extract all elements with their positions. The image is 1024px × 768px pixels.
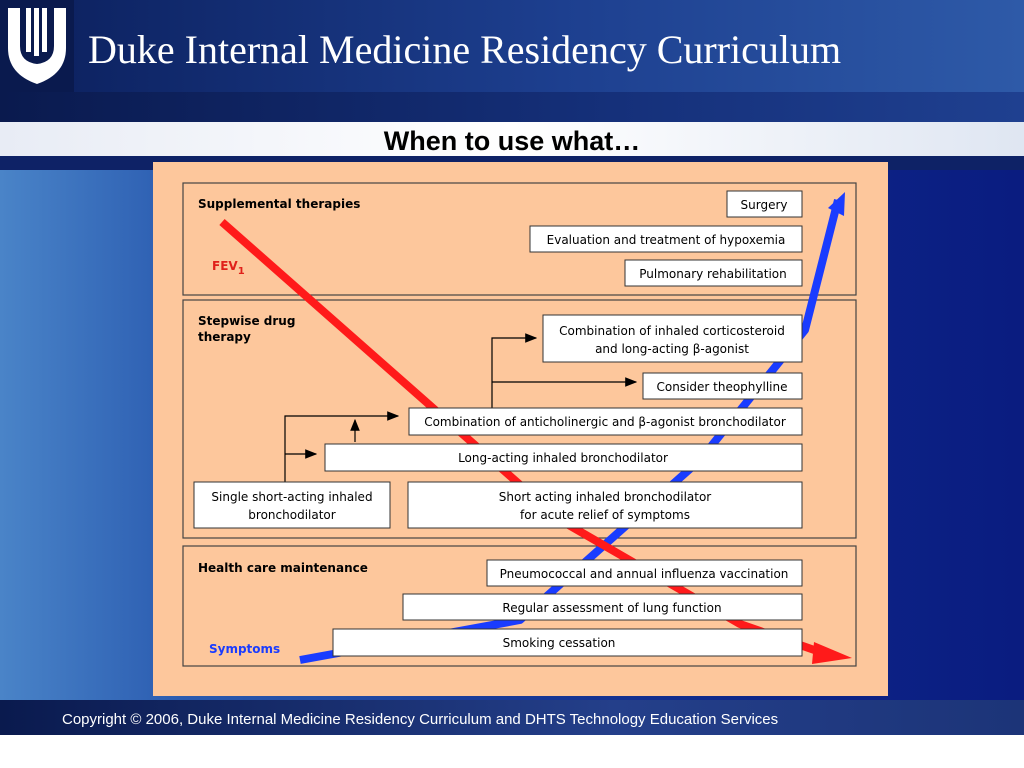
svg-text:bronchodilator: bronchodilator bbox=[248, 508, 335, 522]
box-vaccination bbox=[486, 559, 803, 587]
svg-text:Pneumococcal and annual influe: Pneumococcal and annual influenza vaccin… bbox=[500, 567, 789, 581]
fev1-arrowhead-icon bbox=[812, 642, 852, 664]
slide-subtitle: When to use what… bbox=[383, 126, 641, 156]
box-long-acting bbox=[324, 443, 803, 472]
svg-text:Regular assessment of lung fun: Regular assessment of lung function bbox=[502, 601, 721, 615]
svg-text:Evaluation and treatment of hy: Evaluation and treatment of hypoxemia bbox=[547, 233, 786, 247]
svg-text:Consider theophylline: Consider theophylline bbox=[656, 380, 787, 394]
label-maintenance: Health care maintenance bbox=[198, 561, 368, 575]
copyright-text: Copyright © 2006, Duke Internal Medicine… bbox=[62, 711, 779, 728]
page-title: Duke Internal Medicine Residency Curricu… bbox=[88, 27, 842, 72]
duke-shield-icon bbox=[8, 8, 66, 84]
svg-text:for acute relief of symptoms: for acute relief of symptoms bbox=[520, 508, 690, 522]
svg-text:Smoking cessation: Smoking cessation bbox=[503, 636, 616, 650]
box-lung-function bbox=[402, 593, 803, 621]
header-band bbox=[0, 92, 1024, 122]
label-stepwise-2: therapy bbox=[198, 330, 251, 344]
connector-to-anticholinergic bbox=[284, 411, 400, 482]
svg-text:Long-acting inhaled bronchodil: Long-acting inhaled bronchodilator bbox=[458, 451, 668, 465]
box-pulmonary-rehab bbox=[624, 259, 803, 287]
label-stepwise-1: Stepwise drug bbox=[198, 314, 295, 328]
box-combo-anticholinergic bbox=[408, 407, 803, 436]
symptoms-arrowhead-icon bbox=[828, 192, 845, 216]
title-bar bbox=[0, 0, 1024, 92]
box-short-acting-acute bbox=[407, 481, 803, 529]
footer-bar bbox=[0, 700, 1024, 735]
section-stepwise bbox=[182, 299, 857, 539]
connector-to-combo-steroid bbox=[491, 333, 538, 408]
duke-logo bbox=[0, 0, 74, 92]
box-hypoxemia bbox=[529, 225, 803, 253]
label-supplemental: Supplemental therapies bbox=[198, 197, 360, 211]
svg-text:Combination of inhaled cortico: Combination of inhaled corticosteroid bbox=[559, 324, 785, 338]
section-maintenance bbox=[182, 545, 857, 667]
box-combo-steroid bbox=[542, 314, 803, 363]
section-supplemental bbox=[182, 182, 857, 296]
label-symptoms: Symptoms bbox=[209, 642, 280, 656]
svg-text:Pulmonary rehabilitation: Pulmonary rehabilitation bbox=[639, 267, 786, 281]
svg-text:Combination of anticholinergic: Combination of anticholinergic and β-ago… bbox=[424, 415, 786, 429]
box-surgery bbox=[726, 190, 803, 218]
svg-text:Surgery: Surgery bbox=[741, 198, 788, 212]
box-theophylline bbox=[642, 372, 803, 400]
box-smoking-cessation bbox=[332, 628, 803, 657]
svg-text:and long-acting β-agonist: and long-acting β-agonist bbox=[595, 342, 749, 356]
label-fev1: FEV1 bbox=[212, 259, 245, 277]
svg-text:Short acting inhaled bronchodi: Short acting inhaled bronchodilator bbox=[499, 490, 712, 504]
subtitle-band bbox=[0, 122, 1024, 156]
box-single-short-acting bbox=[193, 481, 391, 529]
svg-text:Single short-acting inhaled: Single short-acting inhaled bbox=[211, 490, 372, 504]
